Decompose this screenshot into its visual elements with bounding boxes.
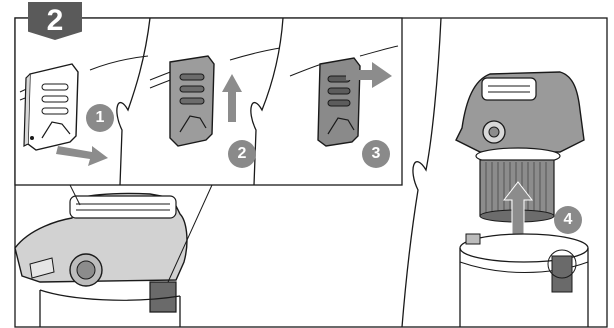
vacuum-head-left (15, 193, 187, 327)
callout-3: 3 (362, 140, 390, 168)
callout-1: 1 (86, 104, 114, 132)
callout-1-label: 1 (96, 109, 105, 127)
callout-3-label: 3 (372, 145, 381, 163)
break-line-main (402, 18, 441, 327)
callout-2: 2 (228, 140, 256, 168)
callout-2-label: 2 (238, 145, 247, 163)
callout-4-label: 4 (564, 211, 573, 229)
vacuum-tank-right (460, 234, 588, 327)
callout-4: 4 (554, 206, 582, 234)
step-number-label: 2 (47, 4, 64, 38)
latch-clip-2 (170, 56, 214, 146)
vacuum-head-right (456, 72, 584, 164)
latch-clip-1 (24, 64, 78, 150)
